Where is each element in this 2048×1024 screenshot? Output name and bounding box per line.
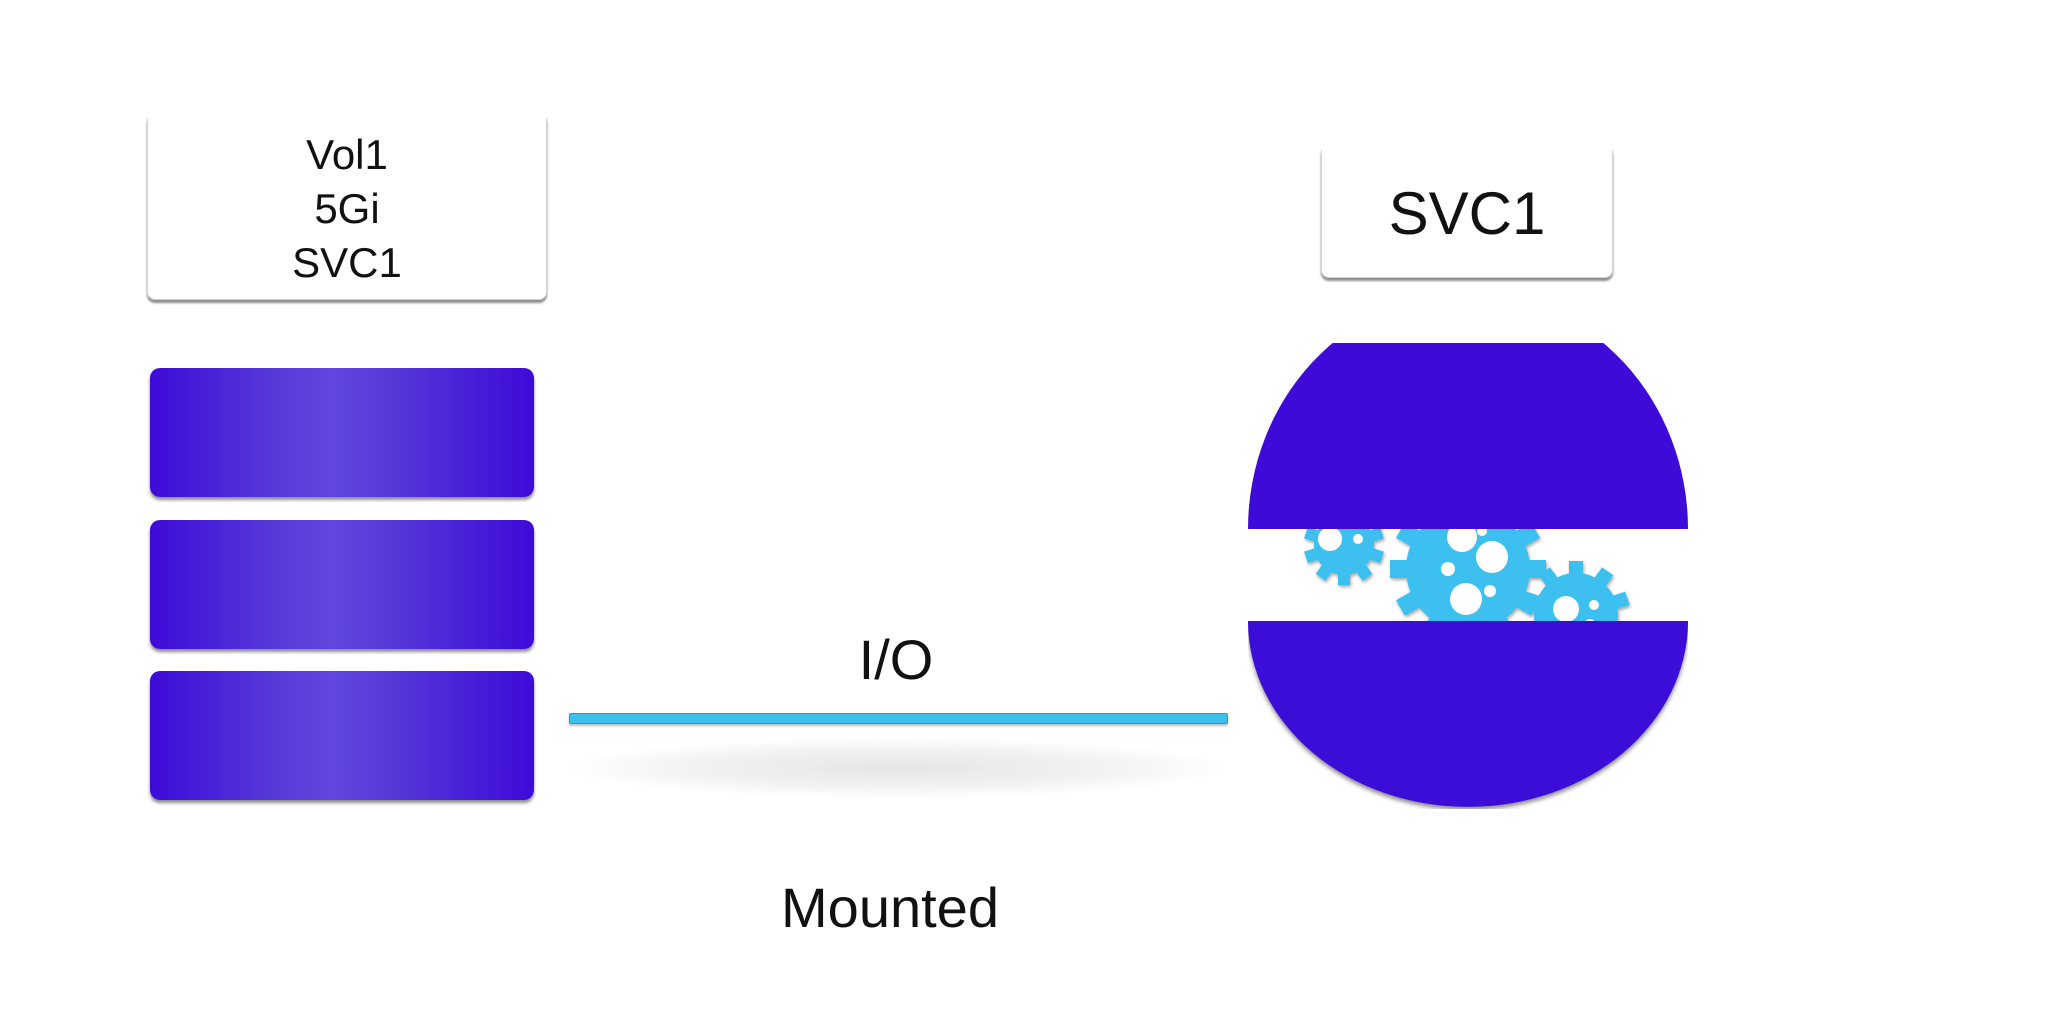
sphere-top [1248,343,1688,529]
connector-shadow [570,738,1225,798]
storage-disk [150,520,534,649]
io-connector-line [569,713,1228,724]
mounted-label: Mounted [781,876,999,939]
volume-name: Vol1 [306,131,388,178]
sphere-bottom [1248,621,1688,807]
storage-disk [150,671,534,800]
volume-card: Vol1 5Gi SVC1 [147,118,547,300]
gears-icon [1304,529,1630,621]
storage-disk [150,368,534,497]
io-label: I/O [858,628,934,691]
service-name: SVC1 [1388,180,1546,247]
volume-service: SVC1 [292,239,402,286]
service-card: SVC1 [1321,150,1613,278]
volume-size: 5Gi [314,185,380,232]
service-icon [1248,343,1688,807]
